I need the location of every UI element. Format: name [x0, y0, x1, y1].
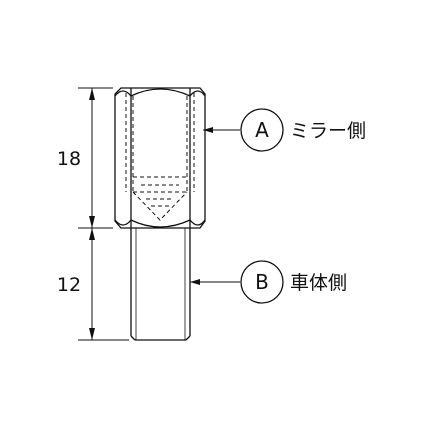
shank-chamfer-right	[185, 335, 191, 341]
dimension-lower	[78, 228, 129, 341]
dimension-lower-value: 12	[57, 274, 81, 296]
callout-label-b: 車体側	[290, 272, 347, 294]
callout-circle-b	[240, 260, 284, 304]
callout-b: B 車体側	[190, 260, 347, 304]
leader-arrow-a	[203, 127, 213, 133]
arrowhead-lower-top	[89, 228, 95, 240]
shank-chamfer-left	[130, 335, 136, 341]
hex-top-arc-center	[130, 88, 191, 97]
callout-circle-a	[240, 108, 284, 152]
callout-letter-b: B	[255, 270, 269, 294]
leader-arrow-b	[190, 279, 200, 285]
hex-nut-outline	[114, 87, 206, 229]
internal-thread-hidden	[125, 93, 195, 221]
callout-a: A ミラー側	[203, 108, 366, 152]
hex-bottom-arc-left	[114, 219, 132, 226]
hex-top-arc-left	[114, 90, 132, 97]
callout-letter-a: A	[255, 118, 269, 142]
external-thread-minor	[135, 228, 186, 340]
drill-point-cone	[132, 191, 188, 221]
arrowhead-lower-bottom	[89, 328, 95, 340]
callout-label-a: ミラー側	[290, 120, 366, 142]
dimension-upper	[78, 87, 113, 229]
hex-bottom-arc-right	[189, 219, 206, 226]
arrowhead-upper-bottom	[89, 216, 95, 228]
threaded-shank	[130, 228, 191, 341]
hex-bottom-arc-center	[130, 219, 191, 228]
arrowhead-upper-top	[89, 88, 95, 100]
dimension-upper-value: 18	[57, 148, 81, 170]
hex-nut-body	[114, 87, 206, 229]
hex-top-arc-right	[189, 90, 206, 97]
